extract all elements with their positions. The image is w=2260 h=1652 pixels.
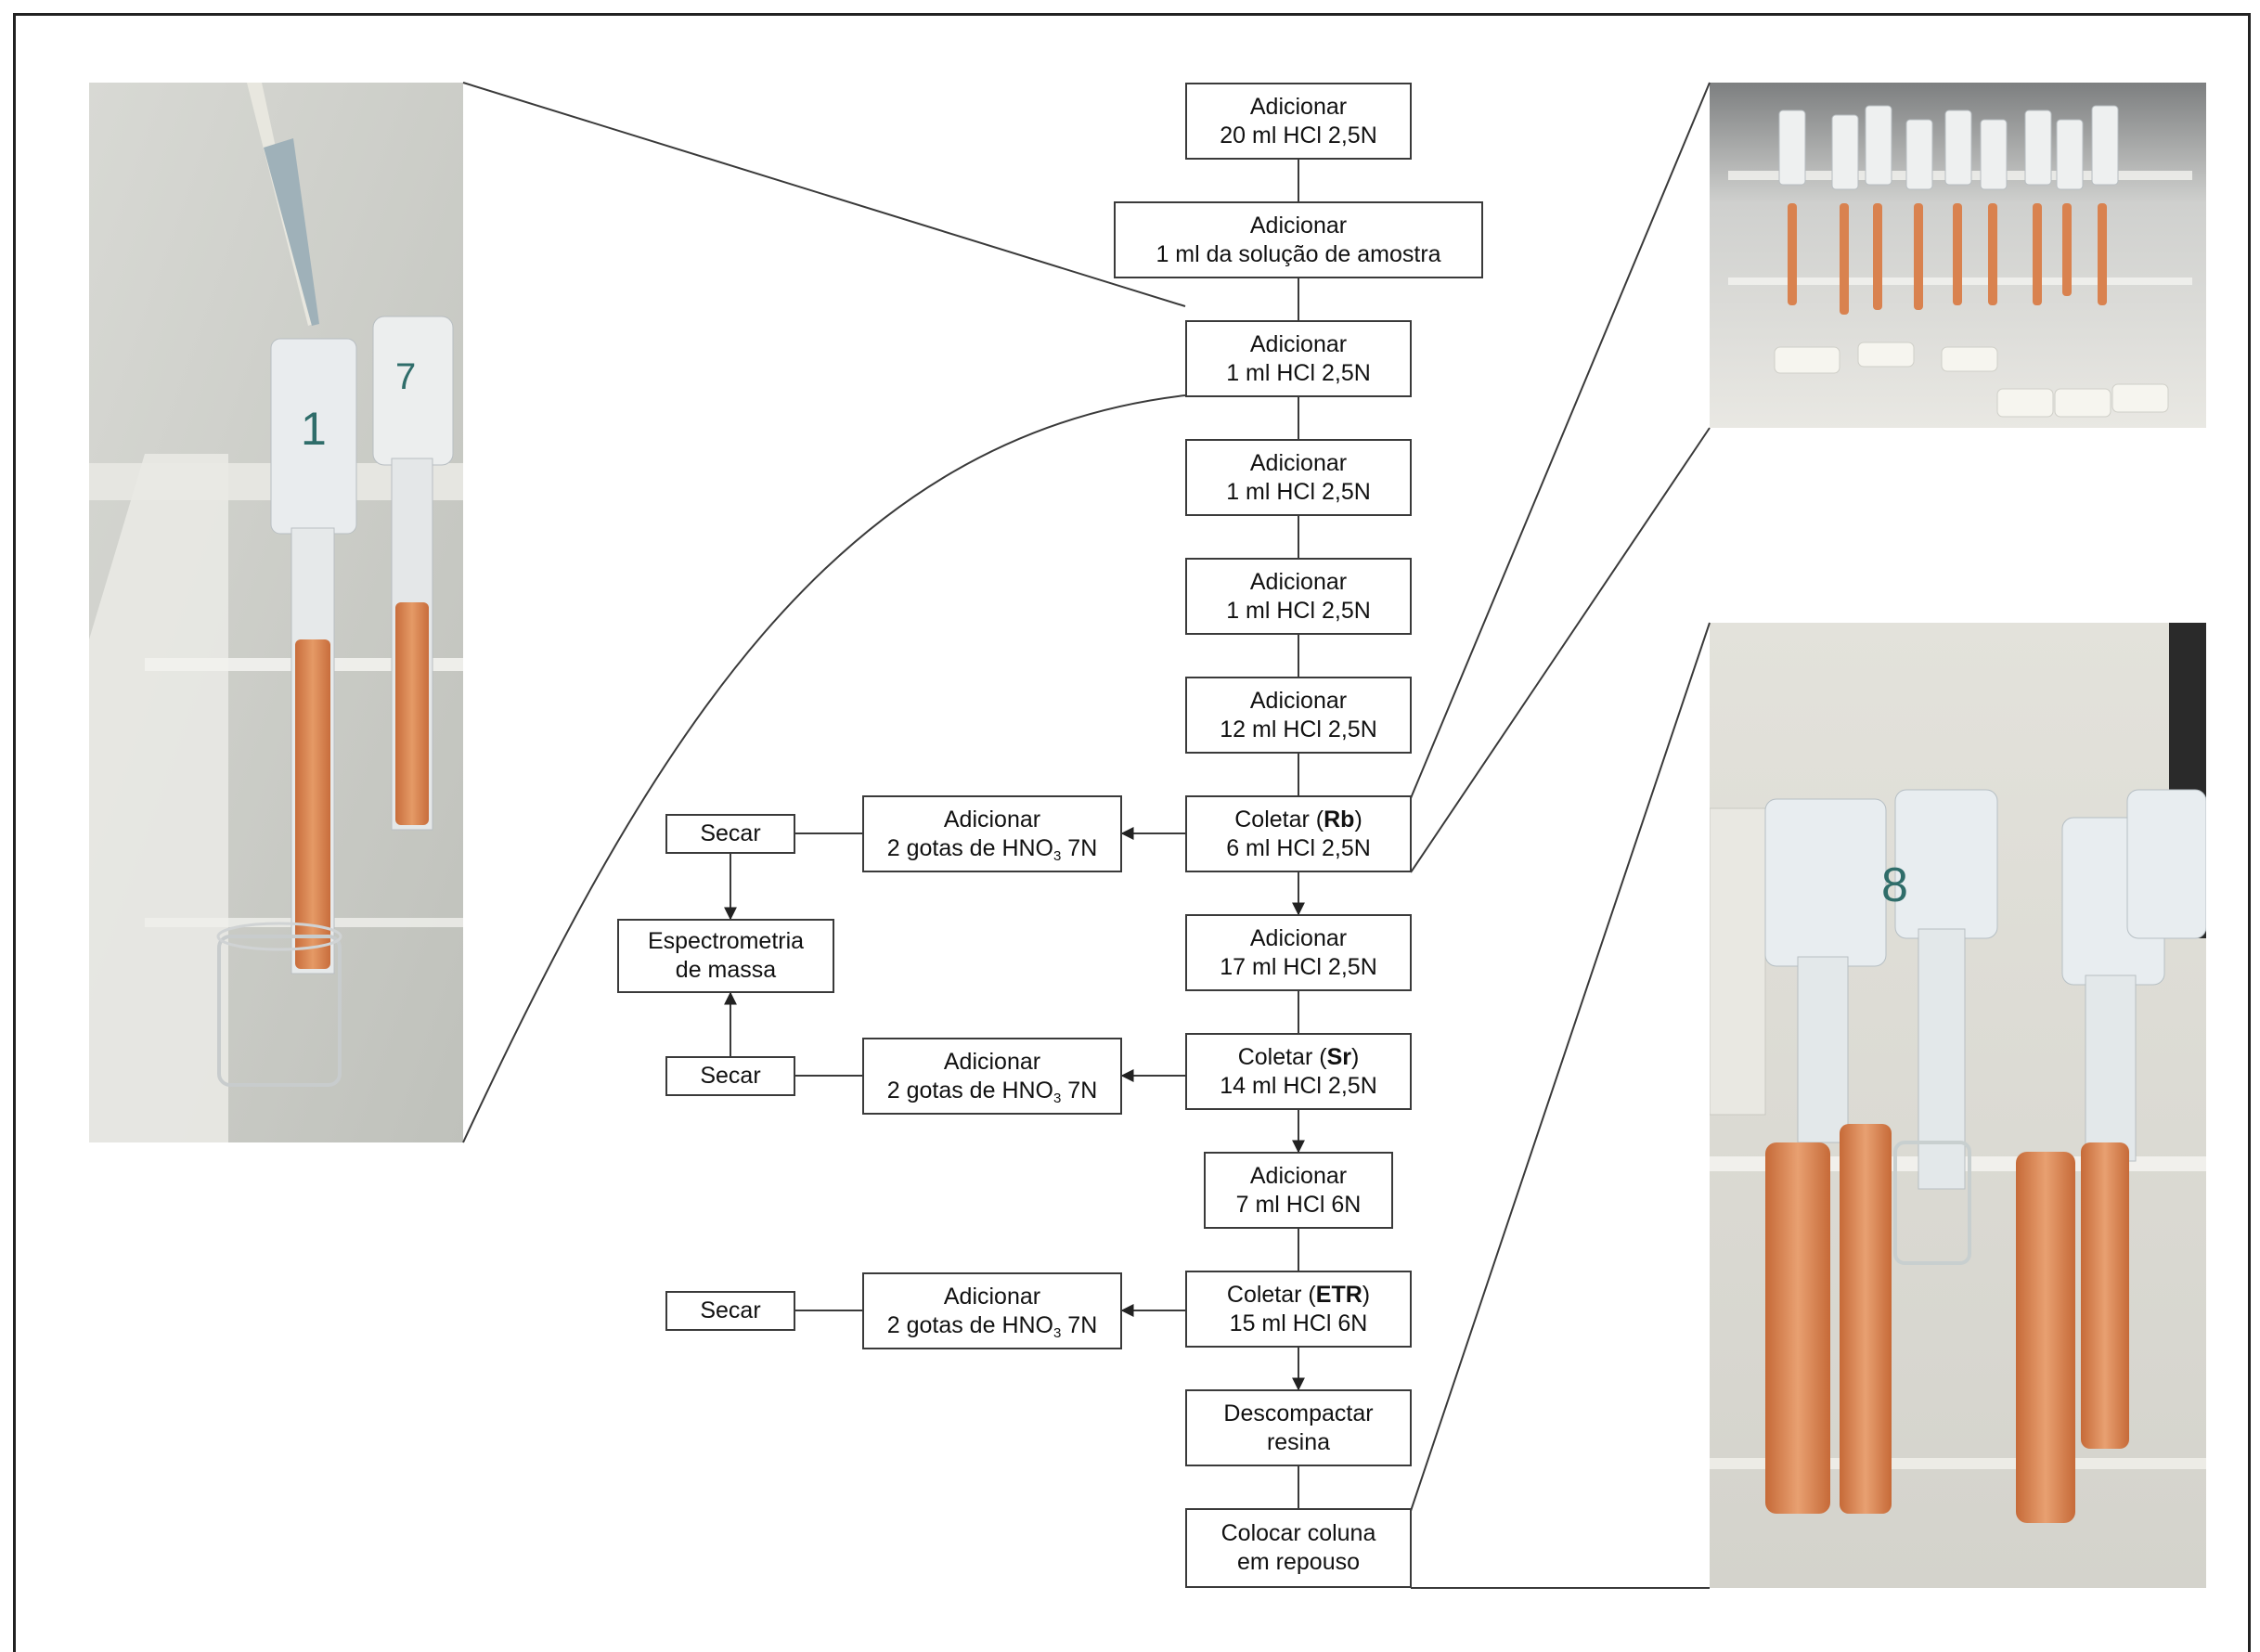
- step-detail: 1 ml da solução de amostra: [1156, 240, 1441, 267]
- step-detail: 1 ml HCl 2,5N: [1226, 478, 1371, 505]
- element-etr: ETR: [1315, 1281, 1362, 1308]
- step-add-1ml-a: Adicionar 1 ml HCl 2,5N: [1185, 320, 1412, 397]
- zoom-line-rack-bottom: [1410, 427, 1711, 873]
- step-label: Adicionar: [943, 806, 1041, 832]
- step-detail: resina: [1266, 1428, 1331, 1455]
- photo-column-rack: [1710, 83, 2206, 428]
- step-detail: 14 ml HCl 2,5N: [1220, 1072, 1377, 1099]
- zoom-line-left-top: [462, 82, 1186, 307]
- photo-columns-closeup: 8: [1710, 623, 2206, 1588]
- step-dry-rb: Secar: [665, 814, 795, 854]
- step-label: Adicionar: [1249, 1162, 1348, 1189]
- step-label: Secar: [700, 1063, 761, 1089]
- zoom-line-left-bottom: [462, 394, 1186, 1143]
- step-add-12ml: Adicionar 12 ml HCl 2,5N: [1185, 677, 1412, 754]
- step-detail: de massa: [675, 957, 777, 983]
- step-dry-etr: Secar: [665, 1291, 795, 1331]
- step-label: Adicionar: [1249, 212, 1348, 239]
- step-detail: em repouso: [1236, 1549, 1361, 1575]
- step-label: Secar: [700, 1297, 761, 1323]
- step-add-hno3-etr: Adicionar 2 gotas de HNO3 7N: [862, 1272, 1122, 1349]
- step-label: Adicionar: [1249, 687, 1348, 714]
- step-add-1ml-b: Adicionar 1 ml HCl 2,5N: [1185, 439, 1412, 516]
- element-rb: Rb: [1324, 806, 1355, 832]
- step-add-17ml: Adicionar 17 ml HCl 2,5N: [1185, 914, 1412, 991]
- step-mass-spectrometry: Espectrometria de massa: [617, 919, 834, 993]
- step-collect-rb: Coletar (Rb) 6 ml HCl 2,5N: [1185, 795, 1412, 872]
- step-label: Adicionar: [943, 1048, 1041, 1075]
- step-add-sample: Adicionar 1 ml da solução de amostra: [1114, 201, 1483, 278]
- zoom-line-closeup-top: [1410, 622, 1711, 1512]
- step-add-hno3-rb: Adicionar 2 gotas de HNO3 7N: [862, 795, 1122, 872]
- element-sr: Sr: [1326, 1043, 1351, 1070]
- step-add-hno3-sr: Adicionar 2 gotas de HNO3 7N: [862, 1038, 1122, 1115]
- step-label: Adicionar: [1249, 330, 1348, 357]
- tube-label-8: 8: [1881, 858, 1908, 912]
- step-rest-column: Colocar coluna em repouso: [1185, 1508, 1412, 1588]
- step-unpack-resin: Descompactar resina: [1185, 1389, 1412, 1466]
- step-collect-etr: Coletar (ETR) 15 ml HCl 6N: [1185, 1271, 1412, 1348]
- step-label: Descompactar: [1223, 1400, 1374, 1426]
- step-detail: 17 ml HCl 2,5N: [1220, 953, 1377, 980]
- step-detail: 7 ml HCl 6N: [1235, 1191, 1362, 1218]
- step-detail: 20 ml HCl 2,5N: [1220, 122, 1377, 148]
- figure-frame: [13, 13, 2251, 1652]
- step-dry-sr: Secar: [665, 1056, 795, 1096]
- zoom-line-rack-top: [1410, 82, 1711, 799]
- step-add-1ml-c: Adicionar 1 ml HCl 2,5N: [1185, 558, 1412, 635]
- step-label: Coletar (Sr): [1237, 1043, 1360, 1070]
- step-detail: 1 ml HCl 2,5N: [1226, 359, 1371, 386]
- step-detail: 2 gotas de HNO3 7N: [886, 1311, 1098, 1341]
- step-label: Coletar (ETR): [1226, 1281, 1371, 1308]
- step-label: Adicionar: [1249, 924, 1348, 951]
- step-label: Adicionar: [1249, 93, 1348, 120]
- step-label: Adicionar: [1249, 449, 1348, 476]
- step-add-7ml: Adicionar 7 ml HCl 6N: [1204, 1152, 1393, 1229]
- step-add-20ml: Adicionar 20 ml HCl 2,5N: [1185, 83, 1412, 160]
- photo-column-pipette: 1 7: [89, 83, 463, 1142]
- step-label: Adicionar: [1249, 568, 1348, 595]
- step-detail: 12 ml HCl 2,5N: [1220, 716, 1377, 742]
- step-label: Coletar (Rb): [1234, 806, 1362, 832]
- step-detail: 2 gotas de HNO3 7N: [886, 834, 1098, 864]
- step-label: Adicionar: [943, 1283, 1041, 1310]
- tube-label-7: 7: [395, 356, 416, 397]
- step-detail: 2 gotas de HNO3 7N: [886, 1077, 1098, 1106]
- step-detail: 6 ml HCl 2,5N: [1226, 834, 1371, 861]
- step-label: Espectrometria: [647, 928, 805, 954]
- step-label: Secar: [700, 820, 761, 846]
- step-collect-sr: Coletar (Sr) 14 ml HCl 2,5N: [1185, 1033, 1412, 1110]
- step-detail: 15 ml HCl 6N: [1229, 1310, 1368, 1336]
- step-label: Colocar coluna: [1220, 1520, 1376, 1546]
- tube-label-1: 1: [301, 403, 327, 455]
- step-detail: 1 ml HCl 2,5N: [1226, 597, 1371, 624]
